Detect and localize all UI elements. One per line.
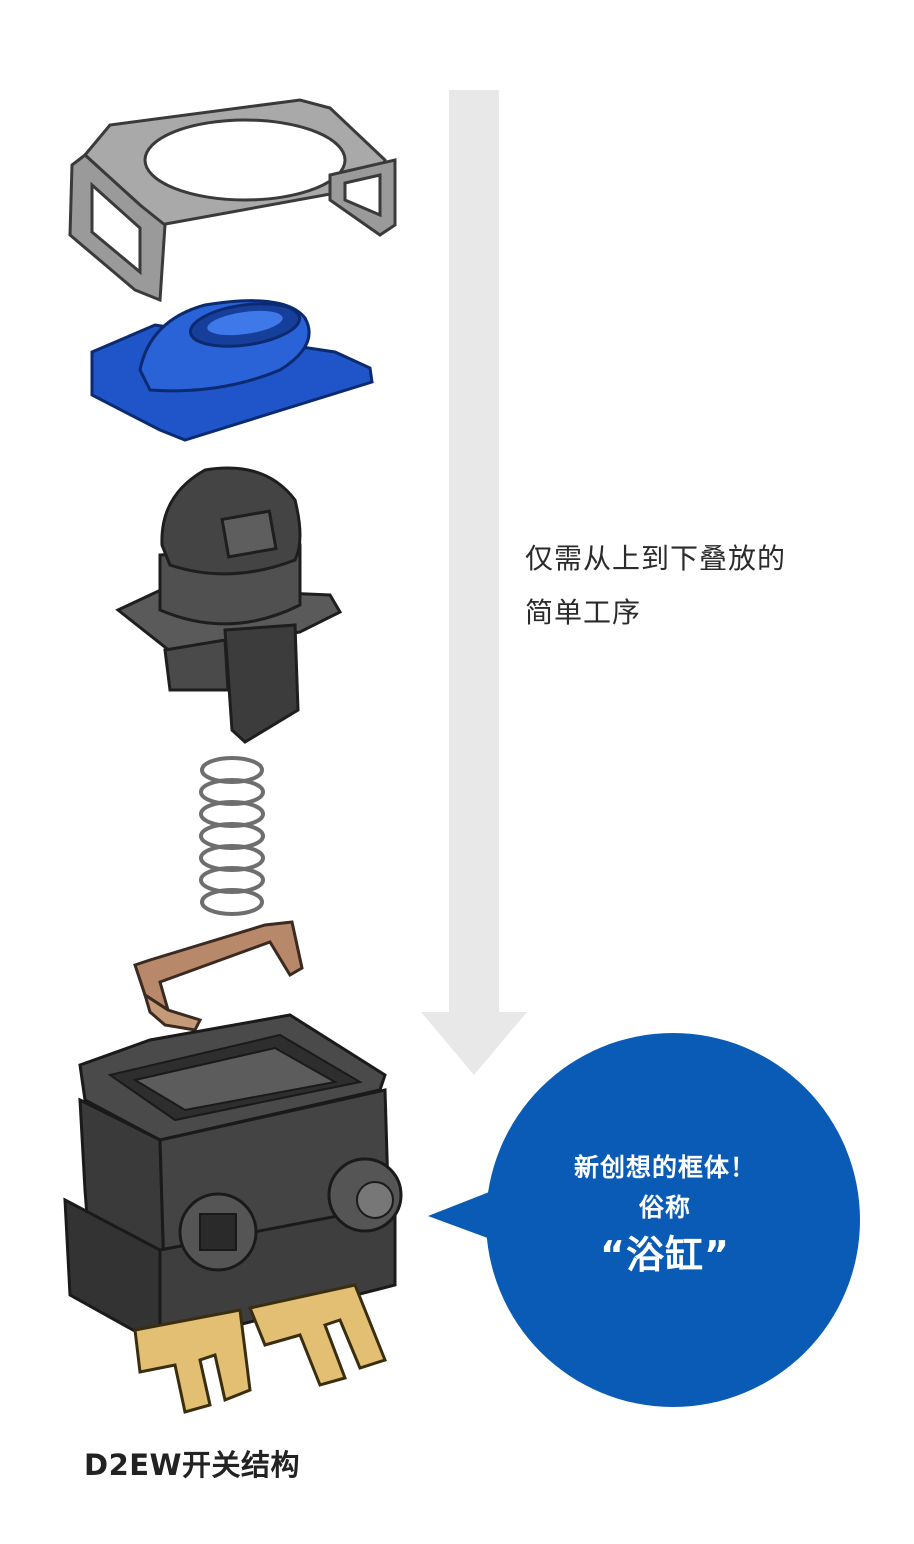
housing-bathtub-part (63, 1013, 403, 1348)
rubber-seal-part (90, 299, 374, 442)
stacking-description: 仅需从上到下叠放的 简单工序 (525, 532, 885, 640)
callout-line-1: 新创想的框体！ (573, 1153, 756, 1182)
metal-frame-part (68, 98, 397, 303)
callout-bubble (428, 1033, 860, 1407)
movable-contact-part (133, 920, 304, 1032)
diagram-caption: D2EW开关结构 (84, 1448, 301, 1482)
callout-text: 新创想的框体！ 俗称 “浴缸” (500, 1148, 830, 1282)
stacking-direction-arrow (421, 90, 527, 1075)
description-line-2: 简单工序 (525, 596, 642, 629)
callout-line-3: “浴缸” (600, 1233, 730, 1277)
actuator-plunger-part (115, 466, 343, 744)
coil-spring-part (199, 756, 265, 916)
terminals-part (133, 1283, 387, 1414)
description-line-1: 仅需从上到下叠放的 (525, 542, 787, 575)
callout-line-2: 俗称 (638, 1193, 691, 1222)
